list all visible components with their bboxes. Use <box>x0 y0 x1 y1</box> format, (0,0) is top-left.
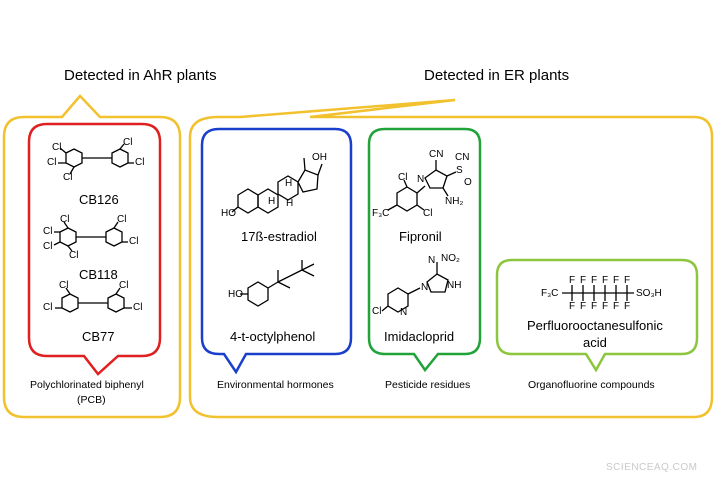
atom-label: N <box>400 307 408 318</box>
hormone-box <box>200 127 353 375</box>
atom-label: O <box>464 177 472 188</box>
atom-label: NH <box>447 280 462 291</box>
ahr-frame <box>2 94 182 419</box>
atom-label: Cl <box>372 306 382 317</box>
atom-label: Cl <box>119 280 129 291</box>
category-hormones: Environmental hormones <box>217 379 334 391</box>
atom-label: Cl <box>43 241 53 252</box>
compound-pfos-line1: Perfluorooctanesulfonic <box>527 318 663 333</box>
category-pcb-line2: (PCB) <box>77 394 106 406</box>
atom-label: F <box>569 301 576 312</box>
atom-label: Cl <box>60 214 70 225</box>
ahr-header: Detected in AhR plants <box>64 67 217 84</box>
atom-label: Cl <box>69 250 79 261</box>
compound-pfos-line2: acid <box>583 335 607 350</box>
atom-label: Cl <box>43 302 53 313</box>
atom-label: SO₃H <box>636 288 662 299</box>
atom-label: F <box>624 275 631 286</box>
atom-label: Cl <box>129 236 139 247</box>
compound-cb77: CB77 <box>82 329 115 344</box>
category-organofluorine: Organofluorine compounds <box>528 379 655 391</box>
atom-label: F <box>602 301 609 312</box>
watermark: SCIENCEAQ.COM <box>606 462 698 473</box>
atom-label: Cl <box>133 302 143 313</box>
compound-estradiol: 17ß-estradiol <box>241 229 317 244</box>
category-pcb-line1: Polychlorinated biphenyl <box>30 379 144 391</box>
atom-label: Cl <box>63 172 73 183</box>
atom-label: F <box>569 275 576 286</box>
organofluorine-box <box>495 258 699 373</box>
atom-label: Cl <box>117 214 127 225</box>
cb77-structure <box>55 287 132 313</box>
octylphenol-structure <box>240 260 315 307</box>
pcb-box <box>27 122 162 376</box>
compound-cb118: CB118 <box>79 267 118 282</box>
atom-label: F <box>580 275 587 286</box>
atom-label: S <box>456 165 463 176</box>
atom-label: Cl <box>59 280 69 291</box>
er-header: Detected in ER plants <box>424 67 570 84</box>
estradiol-structure <box>231 157 323 214</box>
pfos-structure <box>562 285 634 301</box>
pesticide-box <box>367 127 482 373</box>
molecule-structures <box>53 143 634 313</box>
atom-label: CN <box>455 152 470 163</box>
cb126-structure <box>58 143 134 175</box>
atom-label: H <box>268 196 276 207</box>
atom-label: NH₂ <box>445 196 464 207</box>
atom-label: N <box>421 282 429 293</box>
atom-label: F <box>591 301 598 312</box>
atom-label: N <box>417 174 425 185</box>
er-frame <box>188 98 714 419</box>
atom-label: F <box>624 301 631 312</box>
atom-label: F <box>613 301 620 312</box>
atom-label: Cl <box>135 157 145 168</box>
atom-label: CN <box>429 149 444 160</box>
fipronil-structure <box>387 160 457 212</box>
compound-octylphenol: 4-t-octylphenol <box>230 329 316 344</box>
atom-label: N <box>428 255 436 266</box>
atom-label: H <box>285 178 293 189</box>
atom-label: F₃C <box>372 208 390 219</box>
atom-label: F <box>602 275 609 286</box>
atom-label: Cl <box>398 172 408 183</box>
atom-label: HO <box>228 289 243 300</box>
compound-imidacloprid: Imidacloprid <box>384 329 455 344</box>
atom-label: Cl <box>423 208 433 219</box>
atom-label: F <box>580 301 587 312</box>
atom-label: HO <box>221 208 236 219</box>
category-pesticides: Pesticide residues <box>385 379 471 391</box>
atom-label: Cl <box>123 137 133 148</box>
imidacloprid-structure <box>381 262 449 313</box>
cb118-structure <box>53 221 128 252</box>
atom-label: F <box>613 275 620 286</box>
atom-label: Cl <box>43 226 53 237</box>
atom-label: F₃C <box>541 288 559 299</box>
atom-label: Cl <box>52 142 62 153</box>
atom-label: NO₂ <box>441 253 460 264</box>
atom-label: H <box>286 198 294 209</box>
compound-fipronil: Fipronil <box>399 229 442 244</box>
compound-cb126: CB126 <box>79 192 119 207</box>
atom-label: OH <box>312 152 327 163</box>
atom-label: Cl <box>47 157 57 168</box>
atom-label: F <box>591 275 598 286</box>
